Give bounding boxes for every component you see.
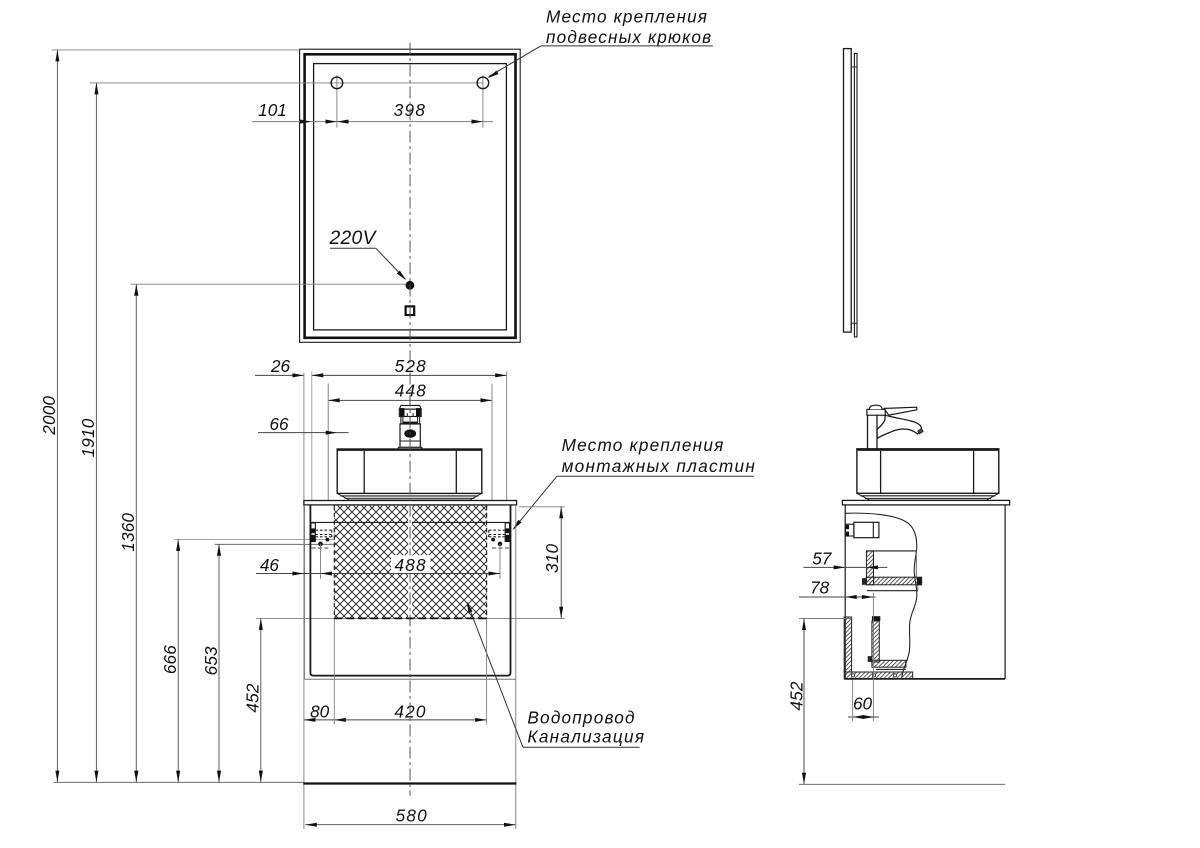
svg-text:448: 448: [395, 381, 427, 401]
svg-text:2000: 2000: [39, 396, 59, 436]
svg-text:подвесных крюков: подвесных крюков: [546, 27, 712, 47]
svg-text:57: 57: [812, 548, 833, 568]
svg-text:60: 60: [853, 694, 873, 714]
svg-text:101: 101: [258, 100, 287, 120]
svg-text:монтажных пластин: монтажных пластин: [562, 456, 757, 476]
svg-text:66: 66: [269, 414, 289, 434]
svg-text:Канализация: Канализация: [527, 727, 645, 747]
svg-text:Место крепления: Место крепления: [562, 435, 725, 455]
svg-text:1360: 1360: [118, 513, 138, 552]
svg-text:398: 398: [394, 100, 427, 120]
svg-text:46: 46: [260, 555, 280, 575]
svg-text:220V: 220V: [329, 228, 378, 249]
svg-text:452: 452: [243, 683, 263, 712]
svg-text:488: 488: [394, 555, 426, 575]
svg-text:528: 528: [395, 356, 427, 376]
svg-text:78: 78: [810, 578, 830, 598]
svg-text:653: 653: [201, 646, 221, 675]
svg-text:26: 26: [270, 356, 291, 376]
svg-text:1910: 1910: [78, 418, 98, 457]
svg-text:580: 580: [396, 805, 428, 825]
svg-text:452: 452: [787, 681, 807, 710]
svg-text:Водопровод: Водопровод: [527, 707, 635, 727]
svg-text:Место крепления: Место крепления: [546, 6, 708, 26]
svg-text:310: 310: [542, 544, 562, 573]
svg-text:80: 80: [310, 701, 330, 721]
svg-text:666: 666: [160, 645, 180, 674]
